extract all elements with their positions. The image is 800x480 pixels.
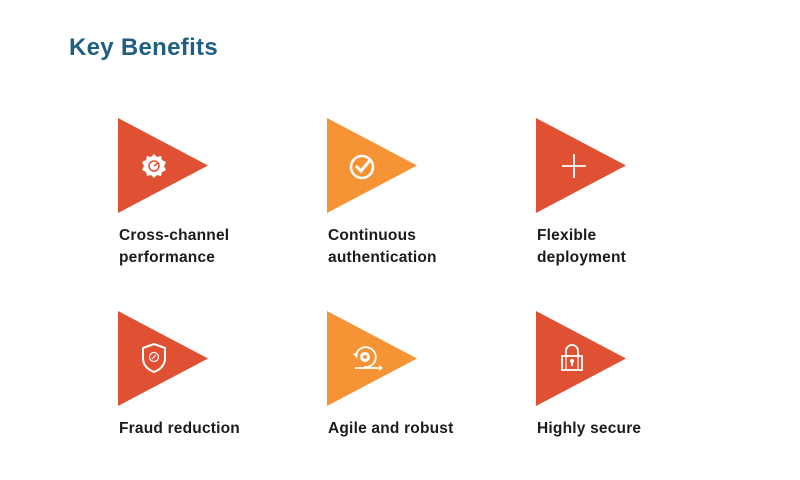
benefit-label: Cross-channel performance <box>119 227 230 266</box>
benefit-label: Fraud reduction <box>119 420 240 437</box>
triangle-marker <box>118 311 208 406</box>
crosshair-arrows-icon <box>562 154 586 178</box>
benefit-label: Flexible deployment <box>537 227 626 266</box>
benefit-label: Continuous authentication <box>328 227 437 266</box>
gauge-gear-icon <box>142 154 166 178</box>
triangle-marker <box>536 311 626 406</box>
triangle-marker <box>327 311 417 406</box>
padlock-icon <box>561 344 583 371</box>
shield-icon <box>142 342 166 374</box>
page-title: Key Benefits <box>69 34 218 61</box>
clock-check-icon <box>349 154 375 180</box>
benefit-label: Agile and robust <box>328 420 454 437</box>
benefit-label: Highly secure <box>537 420 642 437</box>
agile-cycle-icon <box>353 346 383 371</box>
